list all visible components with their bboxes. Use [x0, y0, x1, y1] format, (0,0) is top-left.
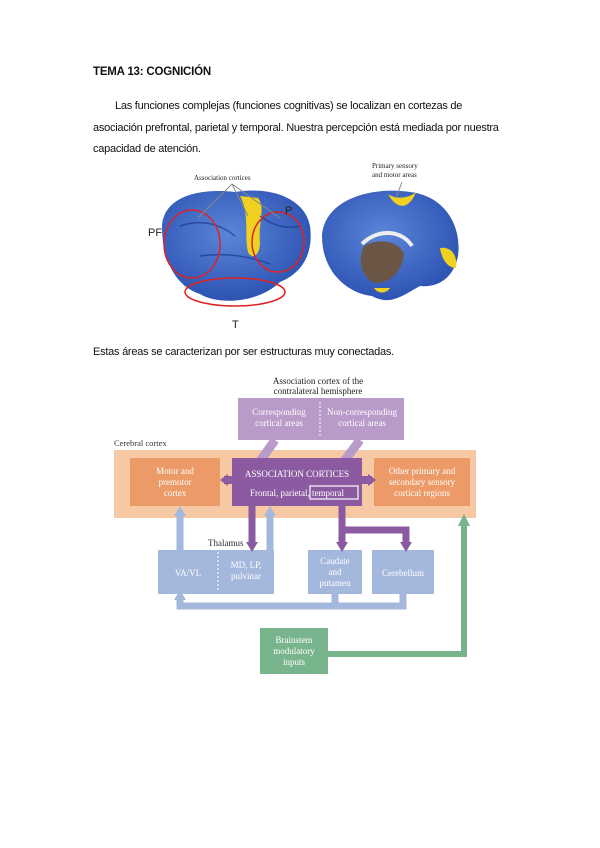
- brainstem-label-1: Brainstem: [276, 635, 313, 645]
- noncorresponding-label-2: cortical areas: [338, 418, 386, 428]
- p-circle: [251, 211, 305, 273]
- pf-label: PF: [148, 227, 162, 239]
- caudate-label-1: Caudate: [320, 556, 350, 566]
- primary-label-1: Primary sensory: [372, 162, 418, 170]
- caption-connections: Estas áreas se caracterizan por ser estr…: [93, 346, 394, 358]
- caudate-box: [308, 550, 362, 594]
- other-label-1: Other primary and: [389, 466, 456, 476]
- motor-box: [130, 458, 220, 506]
- medial-brain: Primary sensory and motor areas: [322, 162, 459, 301]
- connectivity-diagram: Association cortex of the contralateral …: [114, 376, 476, 674]
- noncorresponding-label-1: Non-corresponding: [327, 407, 397, 417]
- caudate-label-3: putamen: [320, 578, 351, 588]
- brain-figure: Association cortices PF P T Primary sens…: [148, 162, 459, 331]
- contralateral-box: [238, 398, 404, 440]
- other-label-2: secondary sensory: [389, 477, 456, 487]
- md-label-2: pulvinar: [231, 571, 261, 581]
- corresponding-label-2: cortical areas: [255, 418, 303, 428]
- caudate-label-2: and: [329, 567, 342, 577]
- other-cortex-box: [374, 458, 470, 506]
- contralateral-label-1: Association cortex of the: [273, 376, 363, 386]
- page-title: TEMA 13: COGNICIÓN: [93, 66, 212, 78]
- md-label-1: MD, LP,: [231, 560, 262, 570]
- lateral-brain: Association cortices PF P T: [148, 174, 311, 331]
- brainstem-label-3: inputs: [283, 657, 306, 667]
- cerebellum-label: Cerebellum: [382, 568, 424, 578]
- thalamus-label: Thalamus: [208, 538, 244, 548]
- t-circle: [184, 277, 286, 307]
- intro-paragraph: Las funciones complejas (funciones cogni…: [93, 96, 513, 161]
- vavl-label: VA/VL: [175, 568, 201, 578]
- brainstem-label-2: modulatory: [273, 646, 315, 656]
- p-label: P: [285, 205, 292, 217]
- intro-text: Las funciones complejas (funciones cogni…: [93, 100, 499, 155]
- motor-label-1: Motor and: [156, 466, 194, 476]
- association-label: Association cortices: [194, 174, 251, 182]
- motor-label-2: premotor: [159, 477, 192, 487]
- association-subtitle: Frontal, parietal, temporal: [250, 488, 344, 498]
- brainstem-box: [260, 628, 328, 674]
- corresponding-label-1: Corresponding: [252, 407, 306, 417]
- cerebellum-box: [372, 550, 434, 594]
- motor-label-3: cortex: [164, 488, 187, 498]
- primary-label-2: and motor areas: [372, 171, 417, 179]
- t-label: T: [232, 319, 239, 331]
- contralateral-label-2: contralateral hemisphere: [274, 386, 363, 396]
- thalamus-box: [158, 550, 274, 594]
- other-label-3: cortical regions: [394, 488, 450, 498]
- cerebral-cortex-label: Cerebral cortex: [114, 438, 167, 448]
- association-title: ASSOCIATION CORTICES: [245, 469, 349, 479]
- pf-circle: [163, 209, 221, 279]
- association-box: [232, 458, 362, 506]
